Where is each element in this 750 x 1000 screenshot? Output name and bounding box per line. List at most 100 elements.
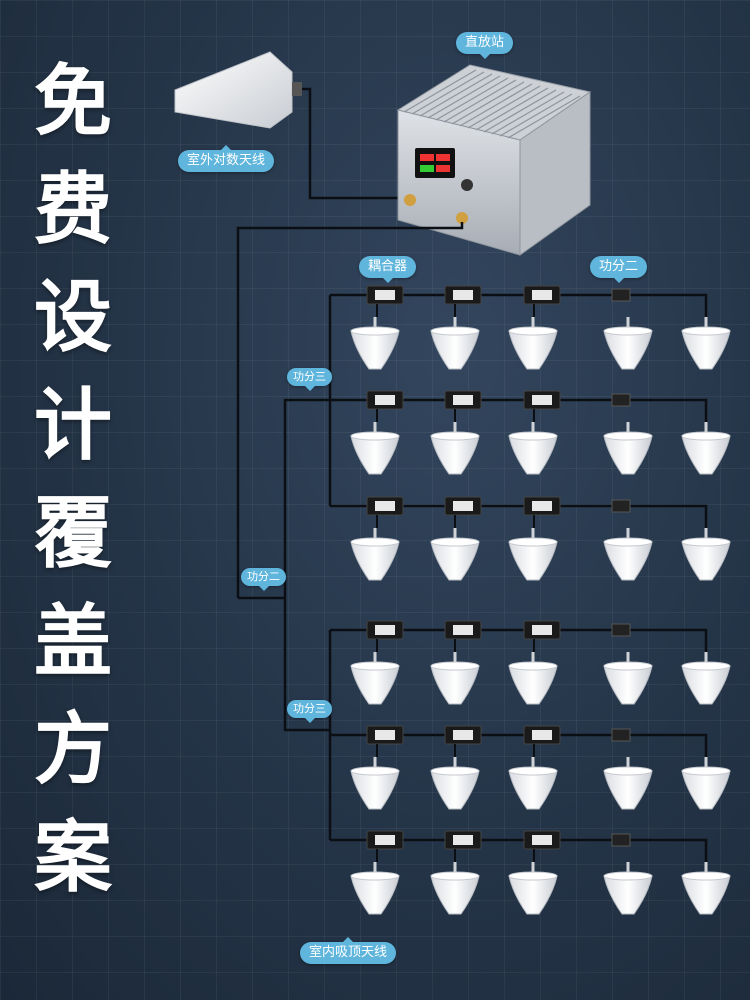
ceiling-antenna — [508, 665, 558, 705]
antenna-rim — [430, 871, 480, 881]
ceiling-antenna — [508, 770, 558, 810]
ceiling-antenna — [350, 875, 400, 915]
splitter-two-device — [611, 393, 631, 407]
splitter-three-lower-cable — [300, 630, 332, 840]
antenna-rim — [350, 537, 400, 547]
splitter-three-upper-label: 功分三 — [287, 368, 332, 391]
ceiling-antenna — [603, 665, 653, 705]
ceiling-antenna — [681, 541, 731, 581]
coupler-label-plate — [532, 730, 552, 740]
coupler-label-plate — [532, 290, 552, 300]
antenna-rim — [508, 766, 558, 776]
ceiling-antenna — [350, 541, 400, 581]
title-char: 覆 — [33, 489, 112, 579]
ceiling-antenna — [430, 541, 480, 581]
coupler-label-plate — [453, 395, 473, 405]
ceiling-antenna — [603, 541, 653, 581]
coupler-label-plate — [453, 835, 473, 845]
antenna-rim — [603, 871, 653, 881]
ceiling-antenna — [681, 875, 731, 915]
ceiling-antenna — [350, 665, 400, 705]
feed-cable — [302, 87, 405, 200]
antenna-rim — [430, 766, 480, 776]
antenna-rim — [603, 326, 653, 336]
title-char: 盖 — [33, 597, 112, 687]
splitter-two-device — [611, 728, 631, 742]
antenna-rim — [350, 766, 400, 776]
indoor-antenna-label: 室内吸顶天线 — [300, 937, 397, 964]
vertical-title: 免 费 设 计 覆 盖 方 案 — [18, 48, 128, 912]
antenna-rim — [430, 661, 480, 671]
title-char: 方 — [33, 705, 112, 795]
ceiling-antenna — [681, 435, 731, 475]
splitter-two-mid-label: 功分二 — [241, 568, 286, 591]
coupler-label-plate — [375, 290, 395, 300]
title-char: 免 — [33, 57, 112, 147]
coupler-label: 耦合器 — [359, 256, 417, 283]
antenna-rim — [508, 661, 558, 671]
title-char: 计 — [33, 381, 112, 471]
coupler-label-plate — [375, 730, 395, 740]
ceiling-antenna — [603, 330, 653, 370]
outdoor-antenna-label: 室外对数天线 — [178, 145, 275, 172]
ceiling-antenna — [350, 770, 400, 810]
splitter-two-device — [611, 833, 631, 847]
antenna-rim — [681, 537, 731, 547]
antenna-rim — [603, 431, 653, 441]
splitter-two-device — [611, 499, 631, 513]
coupler-label-plate — [375, 395, 395, 405]
antenna-rim — [350, 326, 400, 336]
ceiling-antenna — [681, 330, 731, 370]
antenna-rim — [603, 661, 653, 671]
title-char: 设 — [33, 273, 112, 363]
antenna-rim — [681, 871, 731, 881]
antenna-rim — [681, 661, 731, 671]
antenna-rim — [430, 431, 480, 441]
splitter-two-device — [611, 288, 631, 302]
ceiling-antenna — [430, 665, 480, 705]
antenna-rim — [603, 766, 653, 776]
splitter-two-top-label: 功分二 — [590, 256, 648, 283]
splitter-two-device — [611, 623, 631, 637]
coupler-label-plate — [375, 835, 395, 845]
antenna-rim — [508, 871, 558, 881]
ceiling-antenna — [508, 435, 558, 475]
ceiling-antenna — [681, 770, 731, 810]
coupler-label-plate — [532, 625, 552, 635]
antenna-rim — [508, 326, 558, 336]
ceiling-antenna — [508, 330, 558, 370]
outdoor-log-antenna — [174, 51, 302, 129]
coupler-label-plate — [532, 501, 552, 511]
antenna-rim — [508, 431, 558, 441]
repeater-unit — [396, 64, 592, 256]
ceiling-antenna — [603, 435, 653, 475]
splitter-three-upper-cable — [300, 295, 332, 506]
antenna-rim — [350, 431, 400, 441]
repeater-label: 直放站 — [456, 32, 514, 59]
ceiling-antenna — [430, 770, 480, 810]
antenna-rim — [430, 537, 480, 547]
antenna-rim — [350, 871, 400, 881]
antenna-rim — [681, 431, 731, 441]
ceiling-antenna — [350, 330, 400, 370]
ceiling-antenna — [430, 875, 480, 915]
trunk-split — [238, 398, 300, 732]
coupler-label-plate — [453, 730, 473, 740]
antenna-rim — [681, 326, 731, 336]
coupler-label-plate — [375, 501, 395, 511]
coupler-label-plate — [453, 501, 473, 511]
ceiling-antenna — [350, 435, 400, 475]
antenna-rim — [430, 326, 480, 336]
ceiling-antenna — [508, 875, 558, 915]
title-char: 案 — [33, 813, 112, 903]
coupler-label-plate — [453, 290, 473, 300]
antenna-rim — [508, 537, 558, 547]
ceiling-antenna — [681, 665, 731, 705]
ceiling-antenna — [430, 330, 480, 370]
ceiling-antenna — [430, 435, 480, 475]
ceiling-antenna — [603, 770, 653, 810]
coupler-label-plate — [453, 625, 473, 635]
ceiling-antenna — [508, 541, 558, 581]
splitter-three-lower-label: 功分三 — [287, 700, 332, 723]
